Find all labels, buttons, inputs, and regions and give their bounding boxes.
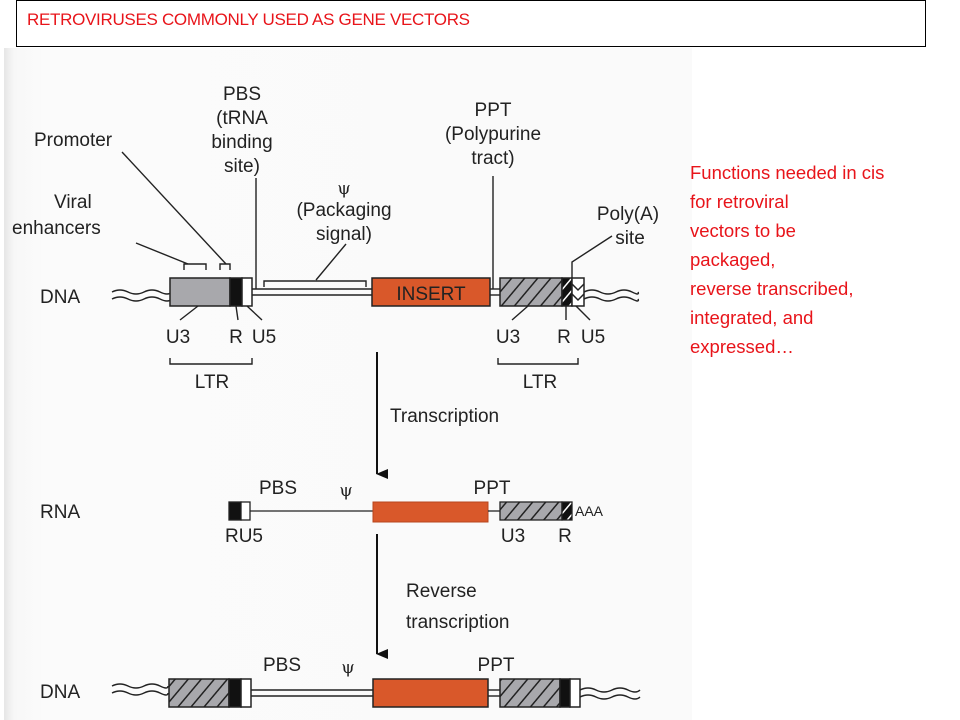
enhancers-bracket xyxy=(183,263,207,270)
rna-r-block xyxy=(228,501,242,521)
row3-right-wavy-2 xyxy=(579,694,641,700)
promoter-bracket xyxy=(219,263,231,270)
right-wavy-flank xyxy=(583,289,640,295)
left-u5-leader xyxy=(246,305,263,321)
rna-ppt-label: PPT xyxy=(474,478,511,499)
left-u3-label: U3 xyxy=(166,327,190,348)
row3-dna-label: DNA xyxy=(40,682,80,703)
right-wavy-flank-2 xyxy=(583,296,640,302)
promoter-leader xyxy=(121,151,227,265)
insert-label: INSERT xyxy=(396,284,466,305)
left-ltr-r-block xyxy=(229,277,243,307)
note-line: integrated, and xyxy=(690,307,814,328)
row2-rna-label: RNA xyxy=(40,502,80,523)
pbs-label-2: (tRNA xyxy=(216,108,268,129)
rna-u5-block xyxy=(240,501,251,521)
enhancers-label-2: enhancers xyxy=(12,218,101,239)
psi-label-2: signal) xyxy=(316,224,372,245)
scanned-figure-background xyxy=(4,48,692,720)
rna-u3-label: U3 xyxy=(501,526,525,547)
row1-dna: DNA INSERT Promoter Viral enhancers PBS xyxy=(12,84,659,393)
row3-ppt-label: PPT xyxy=(478,655,515,676)
left-ltr-label: LTR xyxy=(195,372,229,393)
right-u3-leader xyxy=(511,305,529,321)
polya-label-1: Poly(A) xyxy=(597,204,659,225)
row3-left-wavy-2 xyxy=(111,690,169,696)
ppt-label-1: PPT xyxy=(475,100,512,121)
promoter-label: Promoter xyxy=(34,130,113,151)
rna-pbs-label: PBS xyxy=(259,478,297,499)
left-ltr-u5-block xyxy=(241,277,253,307)
note-line: vectors to be xyxy=(690,220,796,241)
psi-label-1: (Packaging xyxy=(296,200,391,221)
row3-insert-block xyxy=(372,678,489,708)
right-u5-leader xyxy=(575,305,591,321)
rna-r-end-block xyxy=(561,501,573,521)
rna-u3-block xyxy=(499,501,563,521)
row1-dna-label: DNA xyxy=(40,287,80,308)
reverse-transcription-label-1: Reverse xyxy=(406,581,477,602)
right-ltr-u5-chevron xyxy=(571,283,585,302)
left-r-label: R xyxy=(229,327,243,348)
left-wavy-flank xyxy=(111,289,173,295)
pbs-label-3: binding xyxy=(211,132,272,153)
polya-leader xyxy=(571,235,613,278)
row3-right-u5-block xyxy=(569,678,581,708)
row2-rna: RNA AAA PBS ψ PPT RU5 U3 R xyxy=(40,478,604,547)
row3-right-wavy xyxy=(579,687,641,693)
note-line: reverse transcribed, xyxy=(690,278,854,299)
rna-insert-block xyxy=(372,501,489,523)
enhancers-label-1: Viral xyxy=(54,192,92,213)
rna-polya-label: AAA xyxy=(575,503,604,519)
slide-title: RETROVIRUSES COMMONLY USED AS GENE VECTO… xyxy=(27,10,470,29)
row3-dna: DNA PBS ψ PPT xyxy=(40,655,641,708)
psi-bracket xyxy=(263,280,367,287)
rna-psi-label: ψ xyxy=(339,481,352,501)
left-u5-label: U5 xyxy=(252,327,276,348)
row3-pbs-label: PBS xyxy=(263,655,301,676)
reverse-transcription-label-2: transcription xyxy=(406,612,510,633)
right-ltr-bracket xyxy=(497,358,579,365)
row3-right-u3-block xyxy=(499,678,561,708)
left-r-leader xyxy=(235,305,239,321)
note-line: packaged, xyxy=(690,249,776,270)
psi-leader xyxy=(315,243,347,281)
row3-psi-label: ψ xyxy=(341,658,354,678)
pbs-label-4: site) xyxy=(224,156,260,177)
row3-left-r-block xyxy=(228,678,242,708)
pbs-label-1: PBS xyxy=(223,84,261,105)
right-ltr-u3-block xyxy=(499,277,563,307)
right-ltr-u5-block xyxy=(571,277,585,307)
right-u3-label: U3 xyxy=(496,327,520,348)
note-line: Functions needed in cis xyxy=(690,162,885,183)
right-r-label: R xyxy=(557,327,571,348)
insert-block xyxy=(371,277,491,307)
note-line: expressed… xyxy=(690,336,794,357)
left-ltr-bracket xyxy=(169,358,253,365)
rna-r-label: R xyxy=(558,526,572,547)
row3-left-u3-block xyxy=(168,678,230,708)
left-ltr-u3-block xyxy=(169,277,231,307)
left-u3-leader xyxy=(179,305,199,321)
right-u5-label: U5 xyxy=(581,327,605,348)
row3-left-wavy xyxy=(111,683,169,689)
ppt-label-2: (Polypurine xyxy=(445,124,541,145)
title-box: RETROVIRUSES COMMONLY USED AS GENE VECTO… xyxy=(16,0,926,47)
cis-functions-note: Functions needed in cis for retroviral v… xyxy=(690,158,955,361)
note-line: for retroviral xyxy=(690,191,789,212)
row3-right-r-block xyxy=(559,678,571,708)
row3-left-u5-block xyxy=(240,678,252,708)
left-wavy-flank-2 xyxy=(111,296,173,302)
right-ltr-r-block xyxy=(561,277,573,307)
right-ltr-label: LTR xyxy=(523,372,557,393)
ppt-label-3: tract) xyxy=(471,148,514,169)
rna-ru5-label: RU5 xyxy=(225,526,263,547)
transcription-label: Transcription xyxy=(390,406,499,427)
psi-symbol: ψ xyxy=(337,179,350,199)
enhancers-leader xyxy=(135,242,189,265)
polya-label-2: site xyxy=(615,228,645,249)
